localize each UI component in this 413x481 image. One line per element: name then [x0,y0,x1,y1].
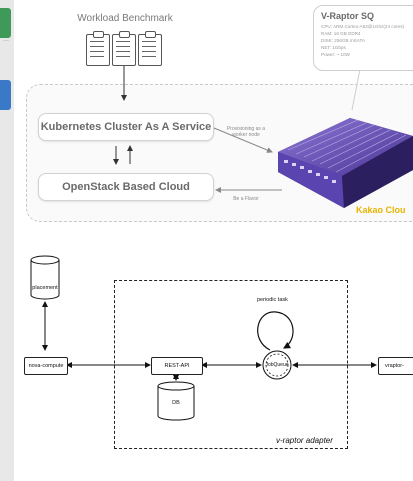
nova-compute-node: nova-compute [24,357,68,375]
kubernetes-cluster-box: Kubernetes Cluster As A Service [38,113,214,141]
top-diagram-arrows [113,66,361,193]
db-node: DB [172,400,180,406]
vraptor-server-image [278,118,413,208]
provisioning-label: Provisioning as a worker node [226,126,266,138]
flavor-label: Be a Flavor [233,196,259,202]
periodic-task-label: periodic task [257,297,288,303]
sidebar-divider [3,40,9,41]
jobqueue-node: JobQueue [265,362,289,368]
clipboard-checklist-icon [112,31,136,66]
workload-benchmark-title: Workload Benchmark [77,13,173,24]
placement-db: placement [32,285,58,291]
kakao-cloud-brand: Kakao Clou [356,205,406,215]
server-title: V-Raptor SQ [321,11,375,21]
openstack-cloud-box: OpenStack Based Cloud [38,173,214,201]
clipboard-checklist-icon [86,31,110,66]
sidebar-tab-green[interactable] [0,8,11,38]
server-spec-bubble [313,5,413,71]
bottom-diagram-shapes [30,255,377,421]
server-spec-disk: DISK: 256GB mSATA [321,38,365,43]
vraptor-adapter-label: v-raptor adapter [276,436,333,445]
server-spec-power: Power: ~ 10W [321,52,350,57]
server-spec-net: NET: 1Gbps [321,45,346,50]
rest-api-node: REST-API [151,357,203,375]
server-spec-cpu: CPU: ARM Cortex-A53@1Ghz(24 cores) [321,24,405,29]
server-spec-ram: RAM: 16 GB DDR4 [321,31,361,36]
clipboard-checklist-icon [138,31,162,66]
sidebar-tab-blue[interactable] [0,80,11,110]
left-sidebar-strip [0,0,14,481]
vraptor-node: vraptor- [378,357,413,375]
